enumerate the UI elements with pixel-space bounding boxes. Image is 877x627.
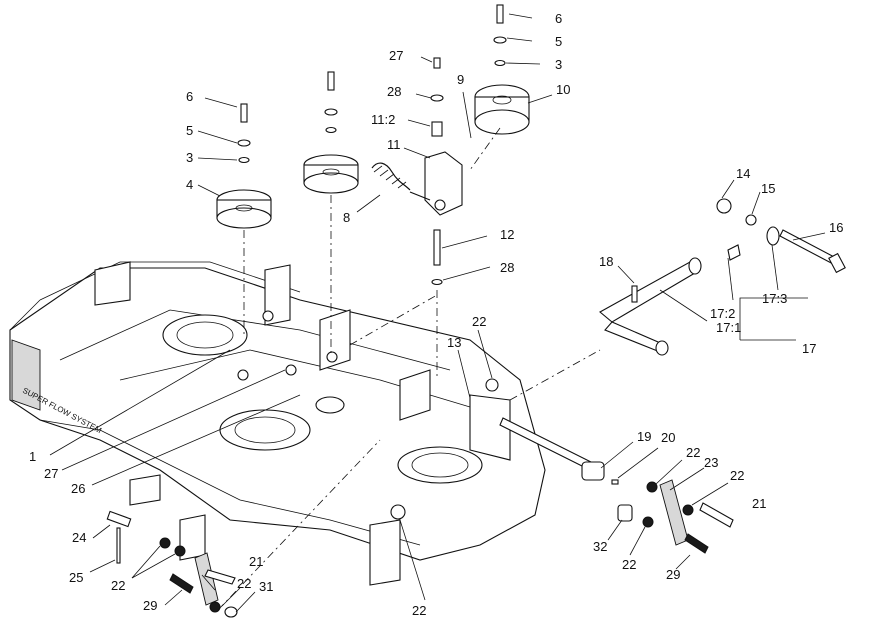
callout-label: 24 <box>72 530 86 545</box>
callout-label: 22 <box>111 578 125 593</box>
anti-scalp-bracket <box>499 198 846 485</box>
callout-label: 6 <box>555 11 562 26</box>
callout-label: 6 <box>186 89 193 104</box>
callout-label: 17:2 <box>710 306 735 321</box>
leader-lines <box>49 13 826 613</box>
callout-label: 11:2 <box>371 112 395 127</box>
callout-label: 5 <box>555 34 562 49</box>
callout-label: 15 <box>761 181 775 196</box>
center-pulley-stack <box>303 71 359 355</box>
callout-label: 28 <box>500 260 514 275</box>
callout-label: 20 <box>661 430 675 445</box>
callout-label: 11 <box>387 137 401 152</box>
idler-pulley-stack <box>371 4 530 380</box>
hardware-left <box>106 510 238 618</box>
callout-label: 17:3 <box>762 291 787 306</box>
callout-label: 5 <box>186 123 193 138</box>
callout-label: 3 <box>555 57 562 72</box>
callout-label: 22 <box>730 468 744 483</box>
callout-label: 21 <box>752 496 766 511</box>
callout-label: 21 <box>249 554 263 569</box>
callout-label: 22 <box>686 445 700 460</box>
left-pulley-stack <box>216 103 272 335</box>
callout-label: 10 <box>556 82 570 97</box>
callout-label: 13 <box>447 335 461 350</box>
hardware-right <box>617 479 734 554</box>
callout-label: 27 <box>389 48 403 63</box>
callout-label: 29 <box>666 567 680 582</box>
callout-label: 28 <box>387 84 401 99</box>
callout-label: 25 <box>69 570 83 585</box>
mower-deck: SUPER FLOW SYSTEM <box>9 261 546 586</box>
callout-label: 1 <box>29 449 36 464</box>
callout-label: 17:1 <box>716 320 741 335</box>
callout-label: 23 <box>704 455 718 470</box>
callout-label: 14 <box>736 166 750 181</box>
callout-label: 31 <box>259 579 273 594</box>
callout-label: 26 <box>71 481 85 496</box>
callout-label: 16 <box>829 220 843 235</box>
callout-label: 19 <box>637 429 651 444</box>
callout-label: 3 <box>186 150 193 165</box>
callout-label: 8 <box>343 210 350 225</box>
callout-label: 4 <box>186 177 193 192</box>
callout-label: 18 <box>599 254 613 269</box>
callout-label: 17 <box>802 341 816 356</box>
callout-label: 9 <box>457 72 464 87</box>
callout-label: 29 <box>143 598 157 613</box>
callout-label: 22 <box>412 603 426 618</box>
callout-label: 22 <box>237 576 251 591</box>
callout-label: 22 <box>472 314 486 329</box>
callout-label: 22 <box>622 557 636 572</box>
callout-label: 32 <box>593 539 607 554</box>
callout-label: 12 <box>500 227 514 242</box>
callout-label: 27 <box>44 466 58 481</box>
callout-labels: 6 5 3 27 9 10 28 11:2 11 6 5 3 4 8 14 15… <box>29 11 843 618</box>
